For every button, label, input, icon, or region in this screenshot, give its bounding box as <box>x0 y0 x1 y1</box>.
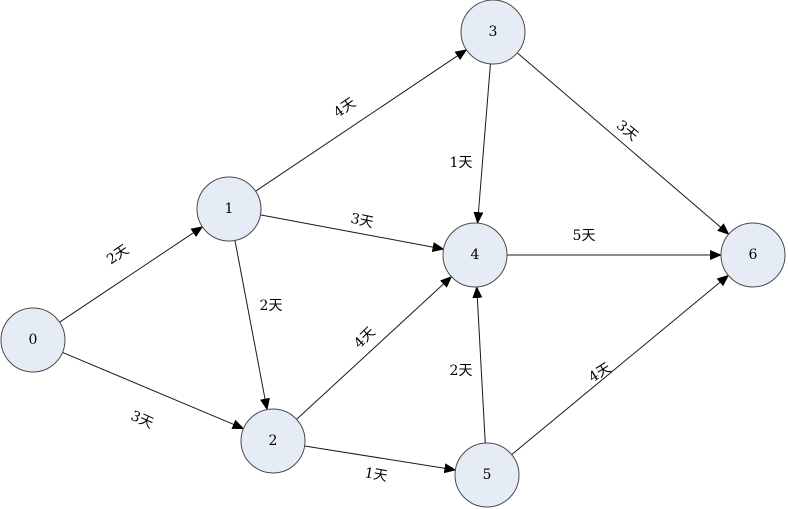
edge-label-1-2: 2天 <box>260 298 283 314</box>
edge-label-1-3: 4天 <box>331 95 359 121</box>
edge-label-5-6: 4天 <box>586 360 614 386</box>
edge-label-2-5: 1天 <box>363 465 388 485</box>
node-circle-4 <box>442 222 508 288</box>
node-label-1: 1 <box>225 201 234 217</box>
node-3: 3 <box>460 0 526 65</box>
edge-arrow-3-6 <box>516 52 730 235</box>
node-label-0: 0 <box>29 332 38 348</box>
edge-label-1-4: 3天 <box>349 211 375 231</box>
edge-label-3-4: 1天 <box>450 155 473 171</box>
edge-label-5-4: 2天 <box>450 363 473 379</box>
edge-arrow-1-2 <box>234 240 270 411</box>
node-2: 2 <box>240 408 306 474</box>
node-label-3: 3 <box>489 24 498 40</box>
edge-arrow-0-1 <box>59 226 204 323</box>
edge-arrow-1-4 <box>260 214 445 253</box>
node-label-2: 2 <box>269 433 278 449</box>
edge-label-4-6: 5天 <box>573 228 596 244</box>
node-4: 4 <box>442 222 508 288</box>
edge-arrow-2-5 <box>304 445 457 474</box>
node-circle-6 <box>720 222 786 288</box>
edge-arrow-5-6 <box>511 274 730 455</box>
node-1: 1 <box>196 176 262 242</box>
edge-label-0-2: 3天 <box>128 408 155 432</box>
node-label-5: 5 <box>483 467 492 483</box>
edge-arrow-0-2 <box>62 351 245 430</box>
node-5: 5 <box>454 442 520 508</box>
node-circle-1 <box>196 176 262 242</box>
edge-arrow-5-4 <box>472 285 486 444</box>
edge-label-3-6: 3天 <box>613 118 641 145</box>
node-circle-0 <box>0 307 66 373</box>
node-6: 6 <box>720 222 786 288</box>
edge-arrow-1-3 <box>255 49 468 192</box>
edge-arrow-2-4 <box>296 275 453 420</box>
edge-label-0-1: 2天 <box>104 242 132 268</box>
node-circle-3 <box>460 0 526 65</box>
node-label-6: 6 <box>749 247 758 263</box>
node-0: 0 <box>0 307 66 373</box>
node-circle-2 <box>240 408 306 474</box>
node-circle-5 <box>454 442 520 508</box>
edge-arrow-3-4 <box>473 63 491 225</box>
node-label-4: 4 <box>471 247 480 263</box>
